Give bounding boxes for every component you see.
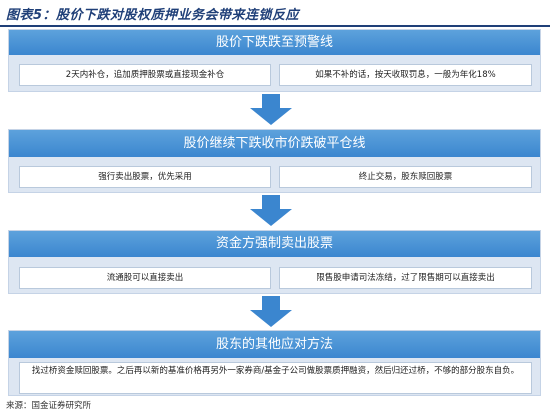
stage-header-4: 股东的其他应对方法 [9,331,540,358]
down-arrow-icon [250,195,292,226]
down-arrow-icon [250,296,292,327]
source-note: 来源：国金证券研究所 [6,401,92,411]
down-arrow-2 [250,195,292,226]
stage-panel-1: 股价下跌跌至预警线 2天内补仓，追加质押股票或直接现金补仓 如果不补的话，按天收… [8,29,541,92]
stage-panel-4: 股东的其他应对方法 找过桥资金赎回股票。之后再以新的基准价格再另外一家券商/基金… [8,330,541,396]
figure-title: 图表5：股价下跌对股权质押业务会带来连锁反应 [6,8,300,23]
title-underline [0,25,550,27]
stage-panel-3: 资金方强制卖出股票 流通股可以直接卖出 限售股申请司法冻结，过了限售期可以直接卖… [8,230,541,294]
stage-4-wide-box: 找过桥资金赎回股票。之后再以新的基准价格再另外一家券商/基金子公司做股票质押融资… [19,362,532,394]
down-arrow-icon [250,94,292,125]
down-arrow-3 [250,296,292,327]
stage-2-left-box: 强行卖出股票，优先采用 [19,166,271,188]
stage-1-left-box: 2天内补仓，追加质押股票或直接现金补仓 [19,64,271,86]
stage-header-3: 资金方强制卖出股票 [9,231,540,257]
stage-3-right-box: 限售股申请司法冻结，过了限售期可以直接卖出 [279,267,532,289]
stage-header-2: 股价继续下跌收市价跌破平仓线 [9,130,540,157]
stage-2-right-box: 终止交易，股东赎回股票 [279,166,532,188]
stage-header-1: 股价下跌跌至预警线 [9,30,540,55]
stage-1-right-box: 如果不补的话，按天收取罚息，一般为年化18% [279,64,532,86]
stage-3-left-box: 流通股可以直接卖出 [19,267,271,289]
down-arrow-1 [250,94,292,125]
stage-panel-2: 股价继续下跌收市价跌破平仓线 强行卖出股票，优先采用 终止交易，股东赎回股票 [8,129,541,193]
